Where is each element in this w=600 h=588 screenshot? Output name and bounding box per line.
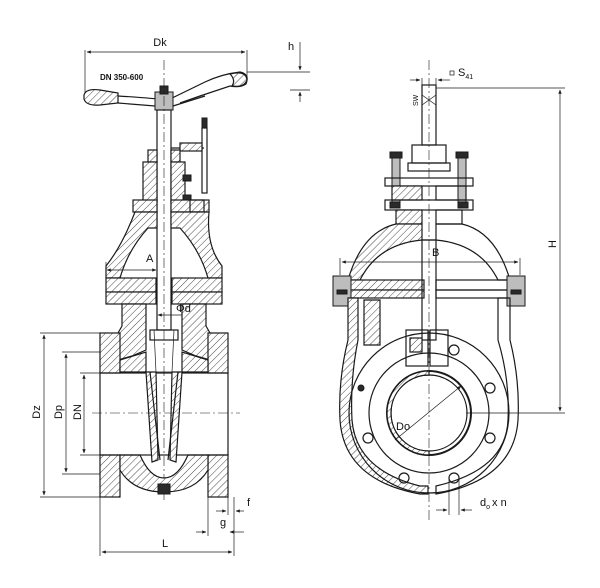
label-dz: Dz — [31, 405, 43, 418]
h-big-dimension — [436, 87, 565, 414]
label-stem-mark: SW — [413, 94, 420, 106]
gate-plate — [405, 329, 449, 367]
label-l: L — [162, 538, 168, 550]
label-h-small: h — [288, 41, 294, 53]
stuffing-box — [132, 149, 210, 213]
body-half-section — [339, 60, 519, 520]
label-f: f — [247, 497, 251, 509]
label-a: A — [146, 253, 154, 265]
a-dimension — [105, 262, 157, 278]
l-dimension — [99, 497, 235, 556]
label-dk: Dk — [153, 37, 167, 49]
bonnet-flange — [332, 275, 526, 307]
handwheel — [83, 71, 248, 111]
valve-body — [99, 303, 229, 498]
gland — [384, 144, 474, 225]
position-indicator — [171, 117, 208, 194]
left-sectional-view — [40, 42, 310, 556]
right-side-view — [332, 60, 565, 520]
bonnet — [105, 211, 223, 305]
dp-dimension — [62, 351, 100, 475]
b-dimension — [339, 258, 521, 275]
dk-dimension — [84, 50, 248, 96]
f-dimension — [216, 497, 244, 515]
label-dp: Dp — [53, 405, 65, 419]
label-g: g — [220, 517, 226, 529]
h-small-dimension — [247, 42, 310, 102]
d0-dimension — [436, 478, 472, 515]
label-dn-range: DN 350-600 — [100, 73, 144, 82]
label-dn: DN — [72, 404, 84, 420]
label-do: Do — [396, 421, 410, 433]
label-h-big: H — [547, 240, 559, 248]
dn-dimension — [80, 372, 100, 456]
stem-top — [410, 70, 455, 146]
stem — [156, 60, 172, 500]
dz-dimension — [40, 332, 100, 498]
label-s: S41 — [458, 67, 473, 81]
label-phi-d: Φd — [176, 303, 191, 315]
label-b: B — [432, 247, 439, 259]
flange-circle — [348, 332, 510, 494]
g-dimension — [196, 497, 244, 536]
